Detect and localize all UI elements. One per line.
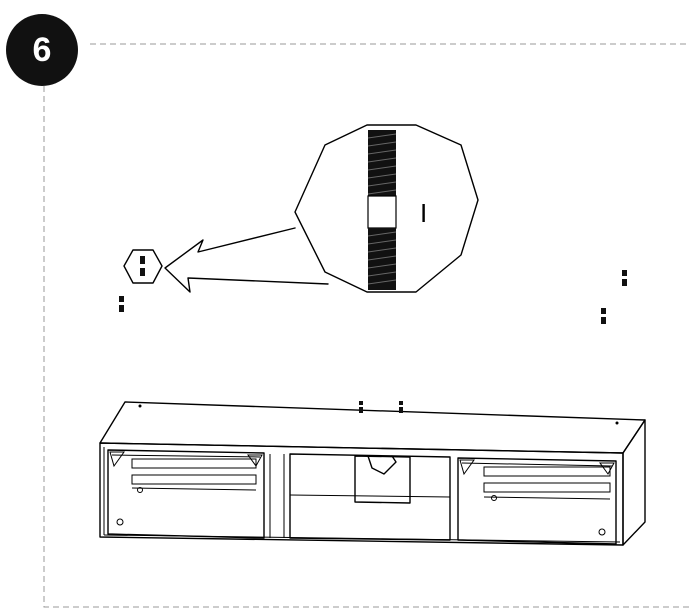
small-callout — [123, 249, 163, 284]
step-number: 6 — [32, 30, 52, 69]
loose-dowels — [119, 270, 627, 324]
dowel-middle-band — [367, 195, 397, 229]
right-compartment — [457, 457, 617, 545]
step-frame — [43, 43, 690, 608]
threaded-dowel-icon — [359, 401, 363, 413]
cabinet-right-side — [622, 419, 646, 546]
left-compartment — [107, 449, 265, 539]
dowel-thread-upper — [368, 130, 396, 196]
threaded-dowel-icon — [622, 270, 627, 286]
threaded-dowel-icon — [601, 308, 606, 324]
part-label: I — [420, 198, 427, 228]
cabinet-front — [99, 442, 624, 546]
threaded-dowel-icon — [119, 296, 124, 312]
step-number-badge: 6 — [6, 14, 78, 86]
magnified-callout: I — [294, 124, 479, 293]
threaded-dowel-icon — [399, 401, 403, 413]
octagon-callout-icon — [294, 124, 479, 293]
callout-arrow — [164, 227, 329, 293]
small-octagon-icon — [123, 249, 163, 284]
middle-opening — [269, 453, 451, 541]
cabinet-top — [99, 401, 646, 454]
tv-cabinet — [99, 401, 646, 546]
